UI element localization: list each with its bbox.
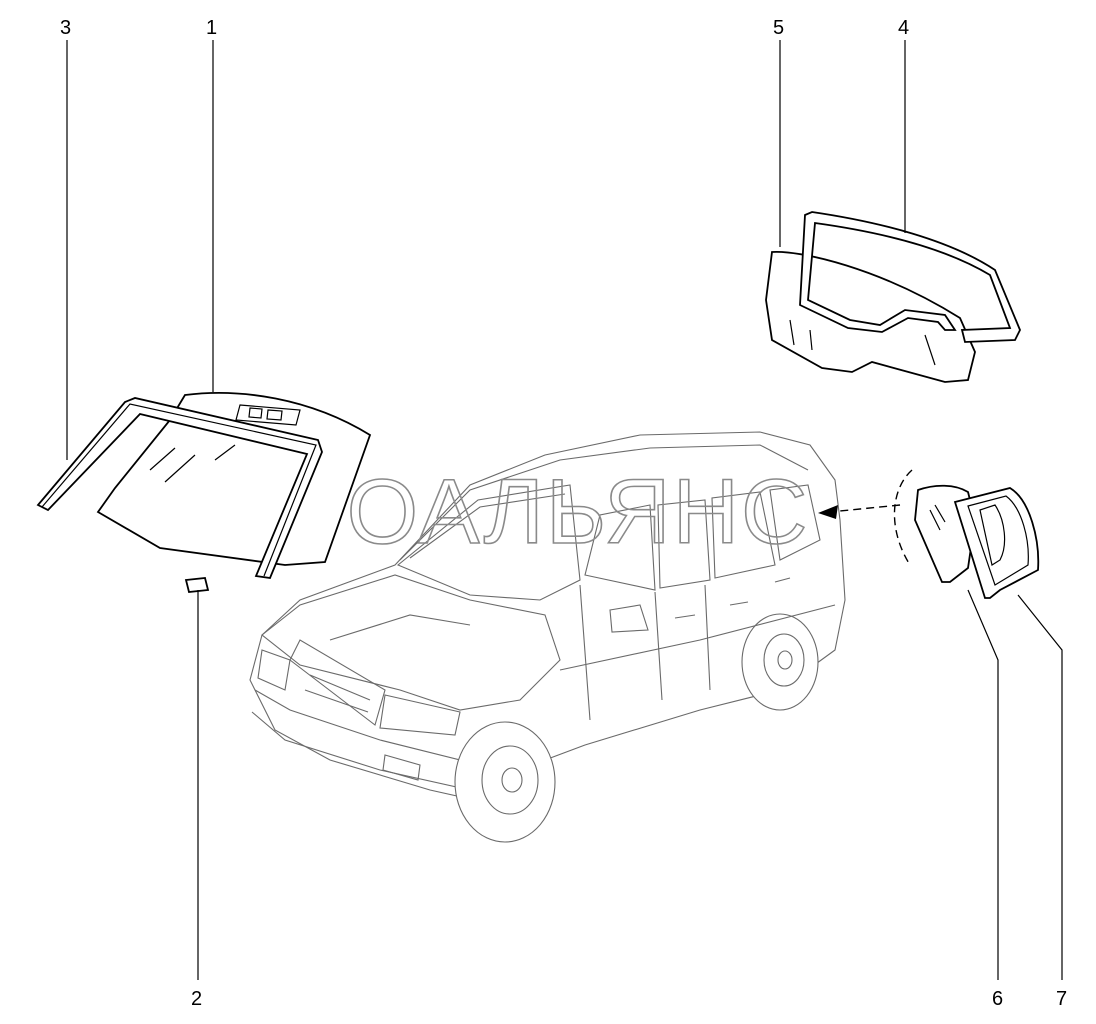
callout-5: 5 [773, 17, 784, 39]
callout-labels: 3 1 5 4 2 6 7 [60, 17, 1067, 1010]
callout-2: 2 [191, 988, 202, 1010]
leader-lines [66, 40, 1063, 980]
callout-1: 1 [206, 17, 217, 39]
callout-7: 7 [1056, 988, 1067, 1010]
part-1-windshield [96, 392, 372, 566]
callout-6: 6 [992, 988, 1003, 1010]
car-outline [249, 431, 846, 843]
callout-3: 3 [60, 17, 71, 39]
part-4-rear-seal [799, 211, 1021, 343]
part-2-clip [184, 577, 210, 593]
part-3-windshield-seal [36, 397, 323, 579]
part-7-quarter-seal [953, 487, 1040, 599]
callout-4: 4 [898, 17, 909, 39]
part-5-rear-glass [765, 250, 976, 383]
assembly-arrow [818, 469, 913, 566]
